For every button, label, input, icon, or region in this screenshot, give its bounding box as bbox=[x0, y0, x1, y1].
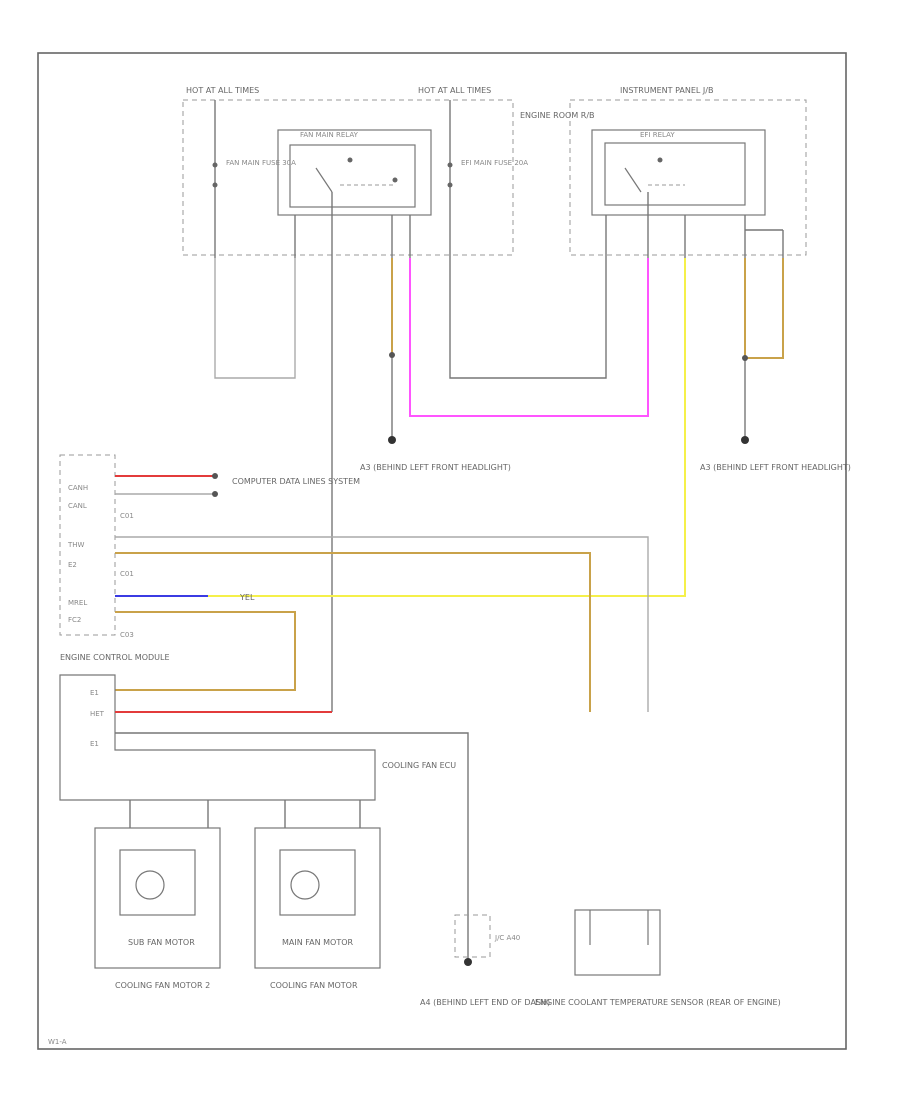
engine-room-rb-box bbox=[182, 99, 514, 256]
fan-main-relay-label: FAN MAIN RELAY bbox=[300, 131, 359, 139]
svg-text:E1: E1 bbox=[90, 689, 99, 697]
sub-fan-motor bbox=[94, 827, 221, 969]
instrument-panel-jb-label: INSTRUMENT PANEL J/B bbox=[620, 86, 713, 95]
cooling-fan-ecu-box bbox=[59, 674, 376, 801]
ground-a3-left-label: A3 (BEHIND LEFT FRONT HEADLIGHT) bbox=[360, 463, 511, 472]
sub-fan-motor-label: SUB FAN MOTOR bbox=[128, 938, 195, 947]
fuse-fan-label: FAN MAIN FUSE 30A bbox=[226, 159, 296, 167]
coolant-sensor-label: ENGINE COOLANT TEMPERATURE SENSOR (REAR … bbox=[535, 998, 781, 1007]
svg-text:CANH: CANH bbox=[68, 484, 88, 492]
supply-left-label: HOT AT ALL TIMES bbox=[186, 86, 259, 95]
svg-text:FC2: FC2 bbox=[68, 616, 81, 624]
cooling-fan-motor-2-label: COOLING FAN MOTOR 2 bbox=[115, 981, 210, 990]
svg-text:YEL: YEL bbox=[239, 593, 255, 602]
svg-text:CANL: CANL bbox=[68, 502, 87, 510]
diagram-frame bbox=[37, 52, 847, 1050]
cooling-fan-motor-label: COOLING FAN MOTOR bbox=[270, 981, 358, 990]
coolant-sensor bbox=[574, 909, 661, 976]
svg-text:C03: C03 bbox=[120, 631, 134, 639]
main-fan-motor bbox=[254, 827, 381, 969]
svg-text:E1: E1 bbox=[90, 740, 99, 748]
efi-relay-inner bbox=[604, 142, 746, 206]
supply-mid-label: HOT AT ALL TIMES bbox=[418, 86, 491, 95]
cooling-fan-ecu-label: COOLING FAN ECU bbox=[382, 761, 456, 770]
svg-text:MREL: MREL bbox=[68, 599, 87, 607]
ecm-connector-box bbox=[59, 454, 116, 636]
computer-data-label: COMPUTER DATA LINES SYSTEM bbox=[232, 477, 360, 486]
footer-code: W1-A bbox=[48, 1038, 67, 1046]
ecm-title: ENGINE CONTROL MODULE bbox=[60, 653, 170, 662]
ground-a4-label: A4 (BEHIND LEFT END OF DASH) bbox=[420, 998, 550, 1007]
junction-connector bbox=[454, 914, 491, 958]
junction-connector-label: J/C A40 bbox=[494, 934, 520, 942]
efi-relay-label: EFI RELAY bbox=[640, 131, 675, 139]
efi-relay bbox=[591, 129, 766, 216]
instrument-panel-jb-box bbox=[569, 99, 807, 256]
svg-text:HET: HET bbox=[90, 710, 105, 718]
svg-text:THW: THW bbox=[67, 541, 85, 549]
fan-main-relay bbox=[277, 129, 432, 216]
svg-text:C01: C01 bbox=[120, 512, 134, 520]
svg-text:E2: E2 bbox=[68, 561, 77, 569]
main-fan-motor-label: MAIN FAN MOTOR bbox=[282, 938, 354, 947]
fuse-efi-label: EFI MAIN FUSE 20A bbox=[461, 159, 528, 167]
ground-a3-right-label: A3 (BEHIND LEFT FRONT HEADLIGHT) bbox=[700, 463, 851, 472]
svg-text:C01: C01 bbox=[120, 570, 134, 578]
fan-main-relay-inner bbox=[289, 144, 416, 208]
engine-room-rb-label: ENGINE ROOM R/B bbox=[520, 111, 595, 120]
